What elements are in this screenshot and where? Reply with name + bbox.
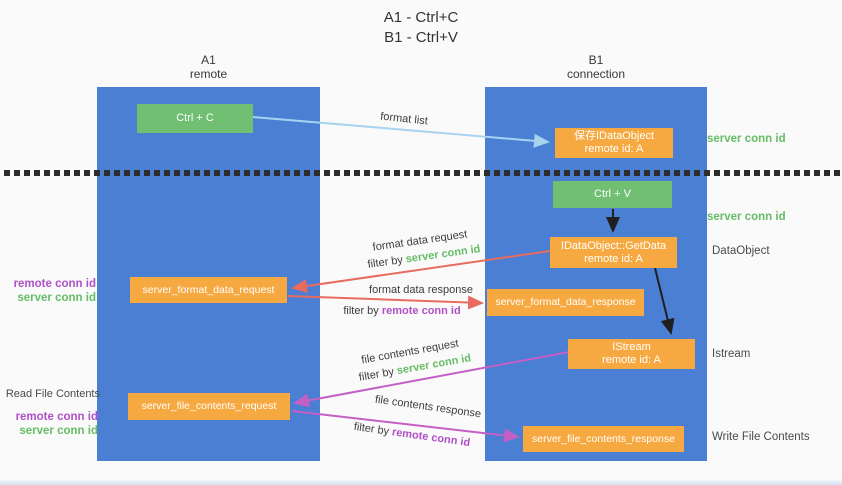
node-ctrl-c: Ctrl + C	[137, 104, 253, 133]
node-idataobject-getdata-line2: remote id: A	[584, 252, 643, 265]
annotation-istream: Istream	[712, 348, 751, 360]
column-b-subtitle: connection	[566, 67, 626, 81]
node-server-file-contents-request: server_file_contents_request	[128, 393, 290, 420]
arrow-file-contents-response	[291, 410, 520, 443]
annotation-server-conn-id-left-bottom: server conn id	[19, 425, 98, 437]
annotation-server-conn-id-top: server conn id	[707, 133, 786, 145]
title-line-1: A1 - Ctrl+C	[383, 9, 459, 26]
node-ctrl-v: Ctrl + V	[553, 181, 672, 208]
diagram-title: A1 - Ctrl+C B1 - Ctrl+V	[0, 8, 842, 48]
node-ctrl-c-label: Ctrl + C	[176, 112, 214, 124]
node-save-idataobject: 保存IDataObject remote id: A	[555, 128, 673, 158]
annotation-write-file-contents: Write File Contents	[712, 431, 810, 443]
node-istream: IStream remote id: A	[568, 339, 695, 369]
node-istream-line2: remote id: A	[602, 354, 661, 366]
node-server-format-data-request-label: server_format_data_request	[142, 283, 275, 296]
node-server-file-contents-request-label: server_file_contents_request	[141, 400, 277, 412]
node-save-idataobject-line1: 保存IDataObject	[573, 130, 655, 142]
node-idataobject-getdata-line1: IDataObject::GetData	[560, 239, 667, 252]
node-server-format-data-request: server_format_data_request	[130, 277, 287, 303]
node-server-format-data-response-label: server_format_data_response	[495, 296, 636, 308]
annotation-conn-ids-top: remote conn id server conn id	[8, 277, 96, 305]
annotation-conn-ids-bottom: remote conn id server conn id	[8, 410, 98, 438]
dashed-divider	[4, 170, 842, 176]
column-a-header: A1 remote	[97, 53, 320, 81]
column-b-header: B1 connection	[485, 53, 707, 81]
arrow-format-list	[252, 116, 550, 148]
node-server-file-contents-response: server_file_contents_response	[523, 426, 684, 452]
node-ctrl-v-label: Ctrl + V	[594, 188, 631, 200]
title-line-2: B1 - Ctrl+V	[384, 29, 458, 46]
column-a-subtitle: remote	[189, 67, 228, 81]
arrow-getdata-to-istream	[654, 267, 675, 335]
node-save-idataobject-line2: remote id: A	[584, 143, 644, 155]
arrow-format-data-response	[287, 295, 484, 310]
node-server-format-data-response: server_format_data_response	[487, 289, 644, 316]
node-server-file-contents-response-label: server_file_contents_response	[531, 432, 675, 445]
column-a-name: A1	[201, 53, 216, 67]
node-idataobject-getdata: IDataObject::GetData remote id: A	[550, 237, 677, 268]
bottom-edge-tint	[0, 479, 842, 485]
filter-key-remote-conn-id: remote conn id	[381, 305, 461, 317]
annotation-server-conn-id-left-top: server conn id	[17, 292, 96, 304]
column-b-name: B1	[588, 53, 604, 67]
node-istream-line1: IStream	[612, 341, 651, 353]
annotation-remote-conn-id-bottom: remote conn id	[15, 411, 98, 423]
arrow-file-contents-request	[293, 351, 570, 408]
annotation-dataobject: DataObject	[712, 245, 770, 257]
arrow-format-data-request	[291, 250, 551, 293]
label-format-data-response: format data response	[369, 284, 473, 296]
annotation-remote-conn-id-top: remote conn id	[13, 278, 96, 290]
label-filter-format-response: filter by remote conn id	[343, 305, 460, 317]
annotation-server-conn-id-mid: server conn id	[707, 211, 786, 223]
filter-prefix: filter by	[343, 305, 382, 317]
annotation-read-file-contents: Read File Contents	[5, 388, 100, 400]
